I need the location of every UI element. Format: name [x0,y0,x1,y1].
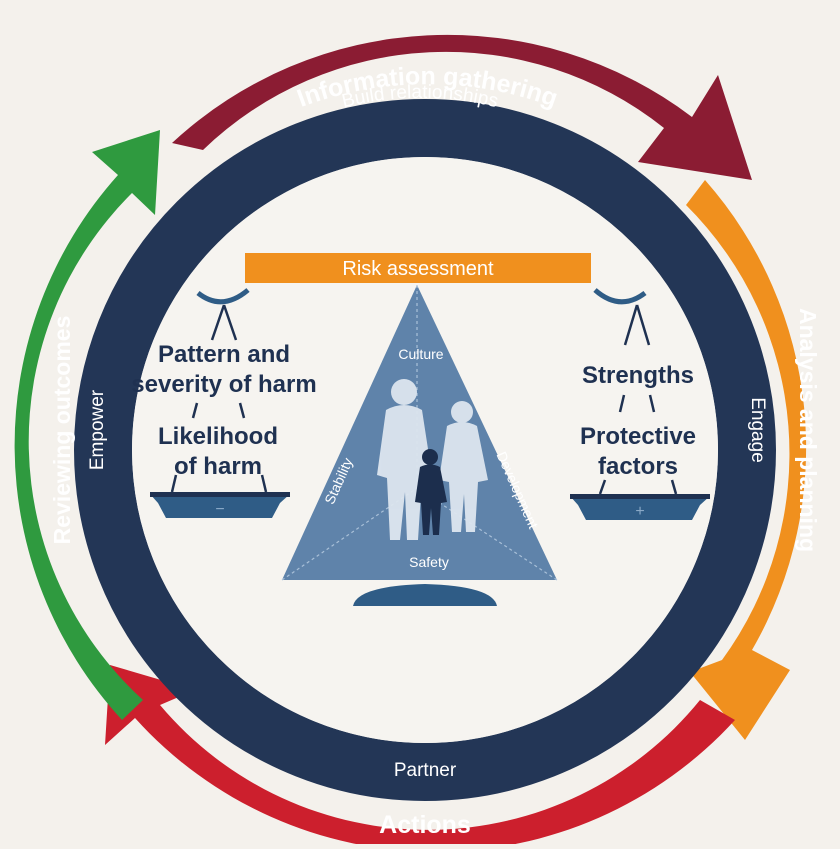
left-pan-minus: − [150,492,290,518]
label-partner: Partner [394,760,457,781]
right-pan-plus: + [570,494,710,520]
label-reviewing-outcomes: Reviewing outcomes [49,316,75,545]
svg-text:Risk assessment: Risk assessment [342,258,494,280]
svg-text:factors: factors [598,453,678,480]
left-text-block: Pattern and severity of harm Likelihood … [131,341,316,480]
svg-text:−: − [215,501,224,518]
left-hook-icon [196,288,250,305]
label-analysis-and-planning: Analysis and planning [795,308,821,552]
cycle-arc-reviewing-outcomes [14,130,161,720]
svg-text:Protective: Protective [580,423,696,450]
cycle-arc-analysis-and-planning [686,180,807,740]
svg-text:+: + [635,503,644,520]
label-actions: Actions [379,811,471,839]
svg-text:Strengths: Strengths [582,362,694,389]
cycle-arc-actions [105,665,735,849]
scale-strings [170,304,678,495]
triangle-label-safety: Safety [409,554,449,570]
right-hook-icon [593,288,647,305]
scale-base [353,584,497,606]
svg-text:severity of harm: severity of harm [131,371,316,398]
risk-assessment-beam: Risk assessment [245,253,591,283]
label-engage: Engage [747,397,768,463]
svg-text:Pattern and: Pattern and [158,341,290,368]
triangle-label-culture: Culture [398,346,443,362]
family-silhouette-icon [377,379,488,540]
relationship-ring [74,99,776,801]
label-empower: Empower [87,389,108,470]
svg-text:of harm: of harm [174,453,262,480]
right-text-block: Strengths Protective factors [580,362,696,480]
cycle-arc-information-gathering [172,34,752,180]
svg-text:Likelihood: Likelihood [158,423,278,450]
